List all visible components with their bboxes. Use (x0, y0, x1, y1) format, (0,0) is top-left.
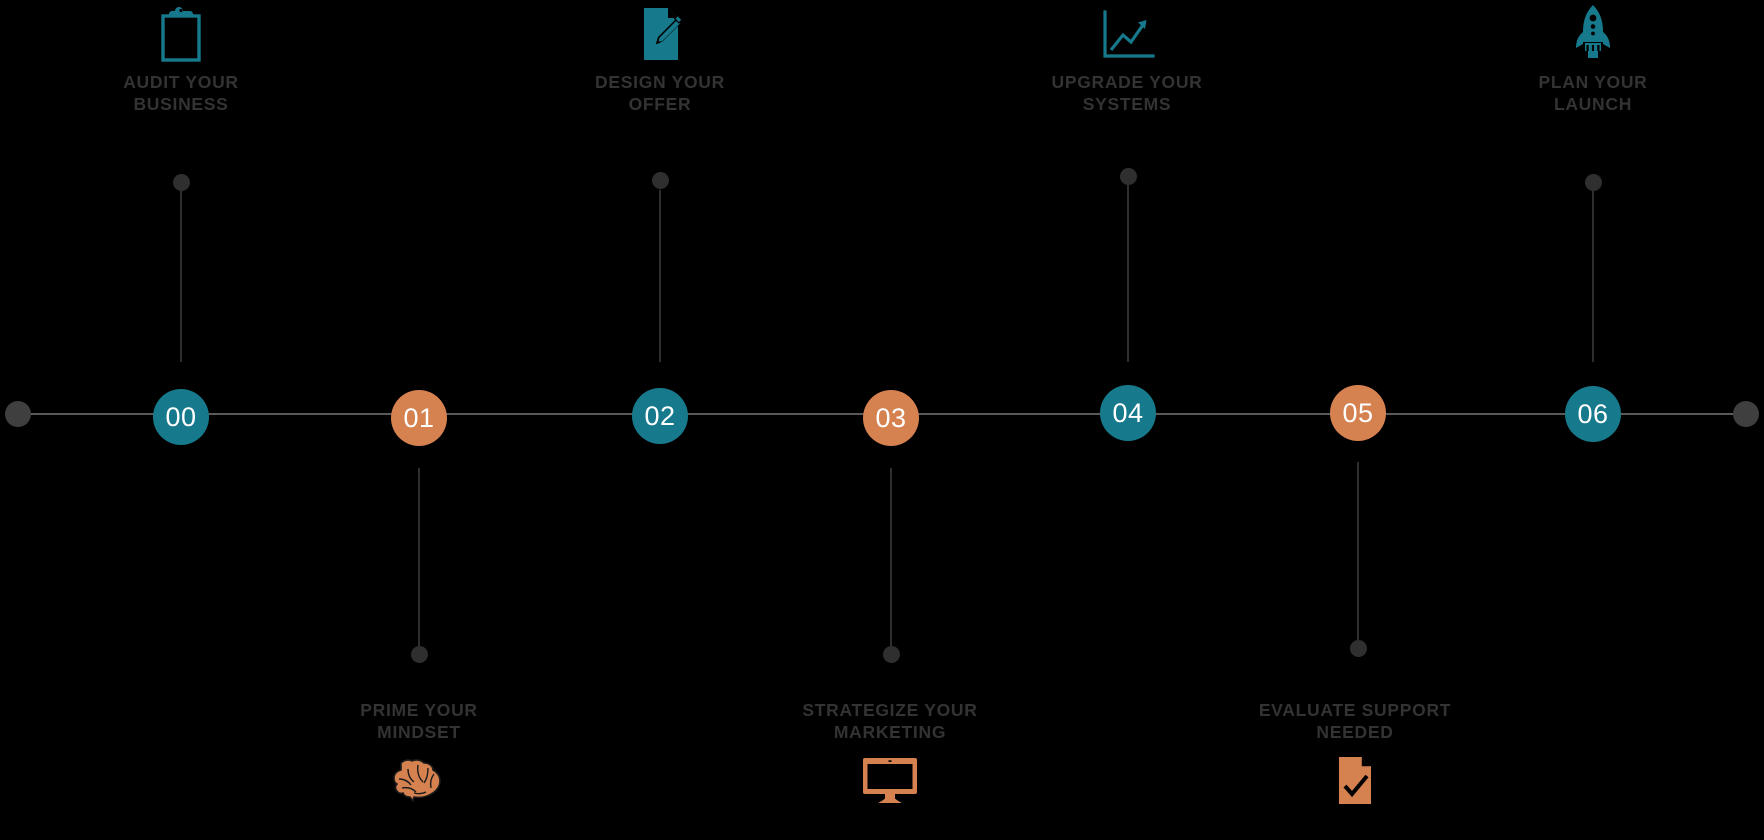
stem-05 (1357, 462, 1359, 642)
brain-icon (279, 756, 559, 818)
milestone-prime-your-mindset[interactable]: PRIME YOUR MINDSET (279, 700, 559, 818)
stem-dot-05 (1350, 640, 1367, 657)
milestone-upgrade-your-systems[interactable]: UPGRADE YOUR SYSTEMS (987, 0, 1267, 116)
growth-chart-icon (987, 0, 1267, 62)
timeline-start-dot (5, 401, 31, 427)
stem-06 (1592, 190, 1594, 362)
stem-03 (890, 468, 892, 650)
clipboard-icon (41, 0, 321, 62)
milestone-label: DESIGN YOUR OFFER (595, 72, 725, 114)
rocket-icon (1453, 0, 1733, 62)
stem-00 (180, 190, 182, 362)
milestone-label: EVALUATE SUPPORT NEEDED (1258, 700, 1452, 742)
stem-04 (1127, 184, 1129, 362)
stem-02 (659, 190, 661, 362)
stem-dot-02 (652, 172, 669, 189)
milestone-evaluate-support-needed[interactable]: EVALUATE SUPPORT NEEDED (1215, 700, 1495, 818)
milestone-design-your-offer[interactable]: DESIGN YOUR OFFER (520, 0, 800, 116)
milestone-label: PLAN YOUR LAUNCH (1538, 72, 1648, 114)
timeline-node-03[interactable]: 03 (863, 390, 919, 446)
milestone-label: STRATEGIZE YOUR MARKETING (802, 700, 978, 742)
stem-dot-01 (411, 646, 428, 663)
stem-dot-03 (883, 646, 900, 663)
stem-dot-04 (1120, 168, 1137, 185)
milestone-strategize-your-marketing[interactable]: STRATEGIZE YOUR MARKETING (750, 700, 1030, 818)
milestone-label: AUDIT YOUR BUSINESS (123, 72, 239, 114)
timeline-node-01[interactable]: 01 (391, 390, 447, 446)
milestone-label: PRIME YOUR MINDSET (360, 700, 478, 742)
stem-dot-06 (1585, 174, 1602, 191)
milestone-audit-your-business[interactable]: AUDIT YOUR BUSINESS (41, 0, 321, 116)
timeline-node-00[interactable]: 00 (153, 389, 209, 445)
stem-01 (418, 468, 420, 650)
document-check-icon (1215, 756, 1495, 818)
timeline-node-04[interactable]: 04 (1100, 385, 1156, 441)
stem-dot-00 (173, 174, 190, 191)
document-pencil-icon (520, 0, 800, 62)
milestone-label: UPGRADE YOUR SYSTEMS (1051, 72, 1203, 114)
milestone-plan-your-launch[interactable]: PLAN YOUR LAUNCH (1453, 0, 1733, 116)
timeline-end-dot (1733, 401, 1759, 427)
timeline-node-05[interactable]: 05 (1330, 385, 1386, 441)
timeline-node-06[interactable]: 06 (1565, 386, 1621, 442)
monitor-icon (750, 756, 1030, 818)
timeline-node-02[interactable]: 02 (632, 388, 688, 444)
